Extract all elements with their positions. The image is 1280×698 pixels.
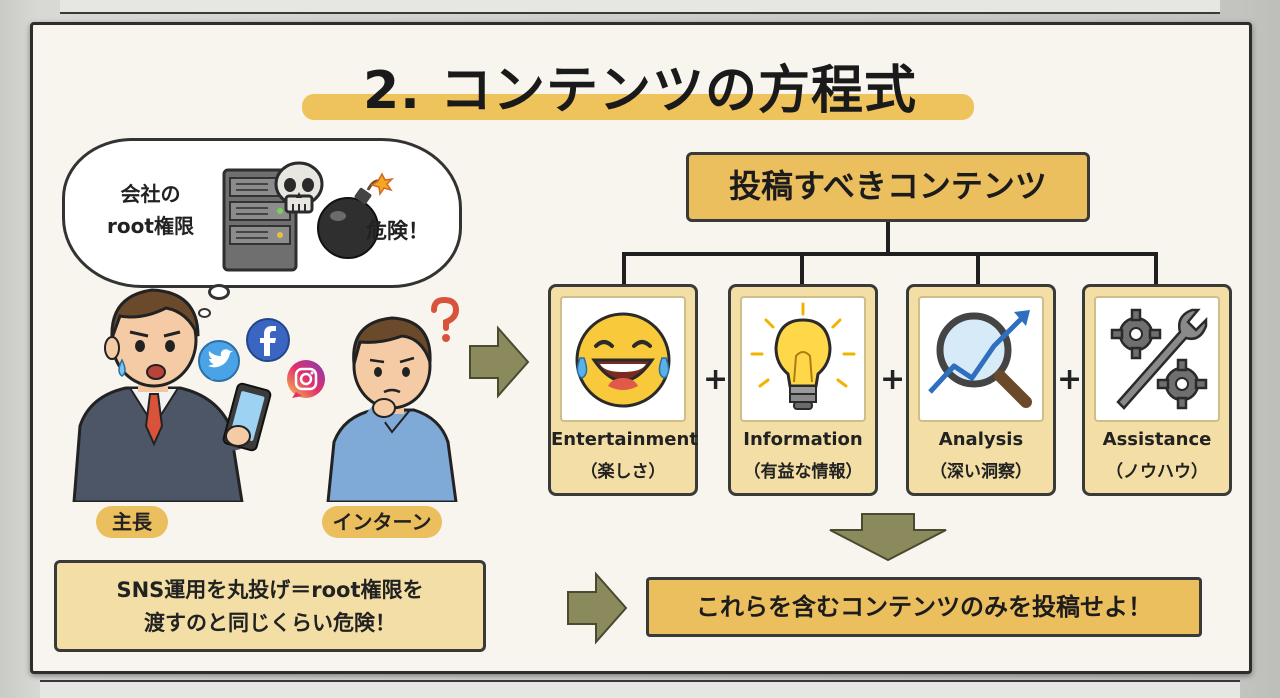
arrow-right-icon: [567, 571, 628, 645]
card-icon-frame: [560, 296, 686, 422]
plus-sign: +: [880, 362, 906, 397]
warning-box: SNS運用を丸投げ＝root権限を 渡すのと同じくらい危険！: [54, 560, 486, 652]
content-card-entertainment: Entertainment （楽しさ）: [548, 284, 698, 496]
instagram-icon: [287, 360, 325, 398]
thought-dot: [208, 284, 230, 300]
thought-dot: [198, 308, 211, 318]
intern-label: インターン: [322, 506, 442, 538]
title-highlight: [302, 94, 974, 120]
manager-label: 主長: [96, 506, 168, 538]
card-name: Information: [743, 429, 863, 450]
title-area: 2. コンテンツの方程式: [300, 48, 980, 128]
bubble-line-2: root権限: [107, 214, 194, 238]
card-icon-frame: [918, 296, 1044, 422]
intern-figure: [326, 316, 458, 502]
frame-bottom-strip: [40, 680, 1240, 698]
twitter-icon: [198, 340, 240, 382]
warning-line-2: 渡すのと同じくらい危険！: [144, 611, 396, 635]
tree-connector: [622, 222, 1158, 286]
magnifier-chart-icon: [928, 310, 1032, 408]
content-card-analysis: Analysis （深い洞察）: [906, 284, 1056, 496]
bomb-icon: [317, 172, 395, 259]
plus-sign: +: [1057, 362, 1083, 397]
bubble-line-1: 会社の: [120, 182, 181, 206]
category-title-box: 投稿すべきコンテンツ: [686, 152, 1090, 222]
bubble-text: 会社の root権限: [88, 178, 213, 242]
result-box: これらを含むコンテンツのみを投稿せよ！: [646, 577, 1202, 637]
content-card-information: Information （有益な情報）: [728, 284, 878, 496]
content-card-assistance: Assistance （ノウハウ）: [1082, 284, 1232, 496]
skull-icon: [274, 161, 324, 214]
lightbulb-icon: [750, 302, 856, 410]
question-mark-icon: [431, 296, 460, 342]
arrow-down-icon: [829, 513, 947, 562]
card-icon-frame: [740, 296, 866, 422]
facebook-icon: [246, 318, 290, 362]
arrow-right-icon: [469, 325, 530, 399]
laughing-face-icon: [575, 312, 671, 408]
frame-top-strip: [60, 0, 1220, 14]
card-sub: （深い洞察）: [930, 462, 1032, 482]
card-sub: （ノウハウ）: [1106, 462, 1208, 482]
card-sub: （有益な情報）: [743, 462, 863, 482]
card-icon-frame: [1094, 296, 1220, 422]
card-name: Entertainment: [551, 429, 698, 450]
card-sub: （楽しさ）: [580, 462, 666, 482]
plus-sign: +: [703, 362, 729, 397]
danger-text: 危険！: [366, 219, 429, 243]
gear-wrench-icon: [1110, 308, 1208, 410]
card-name: Analysis: [938, 429, 1024, 450]
page-title: 2. コンテンツの方程式: [362, 61, 918, 121]
warning-line-1: SNS運用を丸投げ＝root権限を: [116, 578, 424, 602]
card-name: Assistance: [1102, 429, 1212, 450]
manager-figure: [72, 288, 272, 502]
